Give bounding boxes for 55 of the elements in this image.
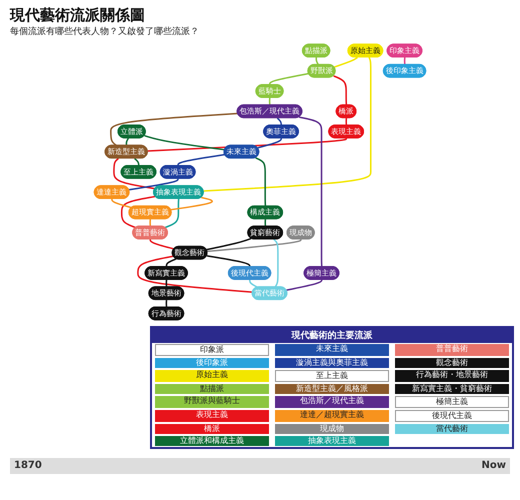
connector [150, 239, 174, 250]
legend-item: 當代藝術 [395, 424, 509, 434]
connector [298, 116, 323, 267]
connector [249, 280, 258, 288]
legend-item: 點描派 [155, 384, 269, 394]
connector [269, 72, 309, 85]
year-label: 1870 [14, 460, 42, 471]
connector [204, 57, 372, 192]
legend-item: 達達／超現實主義 [275, 410, 389, 422]
connector [404, 57, 406, 65]
connector [170, 196, 213, 210]
connector [166, 258, 176, 267]
connector [144, 134, 224, 150]
connector [286, 280, 322, 291]
legend-heading: 現代藝術的主要流派 [152, 328, 512, 343]
legend-item: 橋派 [155, 424, 269, 434]
connector [177, 154, 225, 166]
legend-item: 表現主義 [155, 410, 269, 422]
legend-item: 抽象表現主義 [275, 436, 389, 446]
connector [137, 256, 252, 293]
connector [111, 198, 132, 208]
legend-item: 後現代主義 [395, 410, 509, 422]
legend-item: 後印象派 [155, 358, 269, 368]
connector [207, 239, 302, 252]
legend-item: 野獸派與藍騎士 [155, 396, 269, 408]
connector [333, 75, 348, 105]
connector [166, 300, 168, 308]
legend-item: 包浩斯／現代主義 [275, 396, 389, 408]
connector [206, 255, 251, 267]
connector [334, 56, 358, 68]
legend-item: 印象派 [155, 344, 269, 356]
legend-item: 行為藝術・地景藝術 [395, 370, 509, 382]
legend-item: 新寫實主義・貧窮藝術 [395, 384, 509, 394]
legend-item: 立體派和構成主義 [155, 436, 269, 446]
title: 現代藝術流派關係圖 [10, 6, 146, 25]
legend-item: 漩渦主義與奧菲主義 [275, 358, 389, 368]
connector [206, 238, 252, 250]
connector [258, 138, 282, 149]
legend-item: 未來主義 [275, 344, 389, 356]
legend-item: 觀念藝術 [395, 358, 509, 368]
connector [255, 157, 266, 206]
connector [164, 198, 180, 228]
subtitle: 每個流派有哪些代表人物？又啟發了哪些流派？ [10, 26, 199, 38]
legend-item: 極簡主義 [395, 396, 509, 408]
legend-item: 原始主義 [155, 370, 269, 382]
connector [273, 238, 279, 288]
connector [316, 57, 319, 65]
legend-item: 至上主義 [275, 370, 389, 382]
connector [268, 98, 271, 105]
connector [128, 178, 179, 190]
connector [345, 118, 348, 126]
year-label: Now [482, 460, 506, 471]
legend-item: 新造型主義／風格派 [275, 384, 389, 394]
legend-item: 現成物 [275, 424, 389, 434]
legend-item: 普普藝術 [395, 344, 509, 356]
